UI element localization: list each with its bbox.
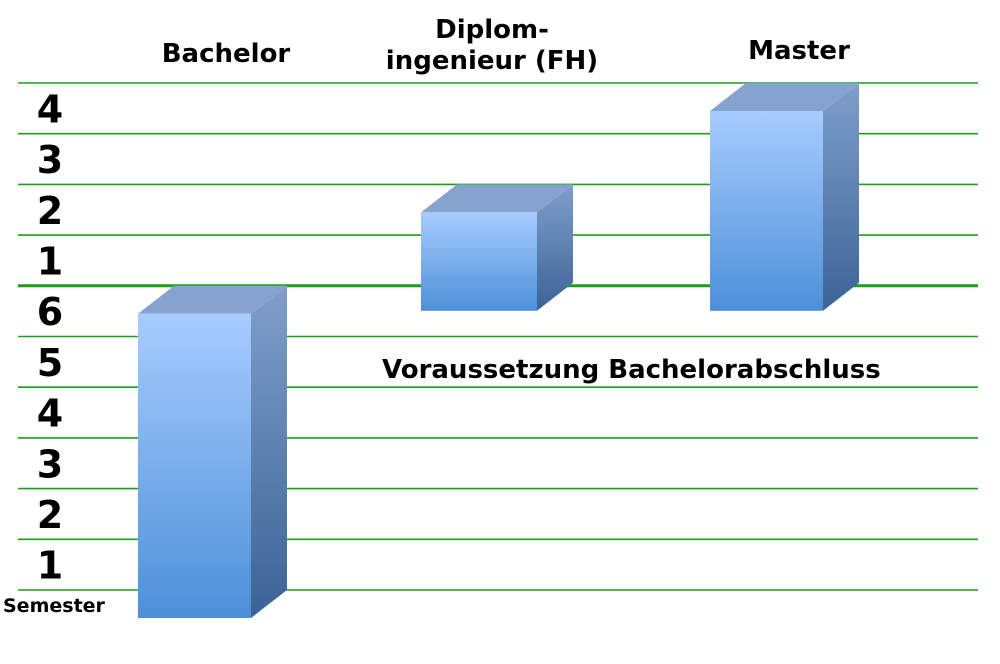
semester-tick-label: 6 [37,290,63,334]
bar-side-face [537,184,573,311]
bars [138,83,859,618]
bar-front-face [421,212,537,311]
semester-tick-label: 3 [37,442,63,486]
semester-tick-label: 5 [37,341,63,385]
semester-tick-label: 2 [37,493,63,537]
bar-top-face [421,184,573,213]
bar-side-face [251,285,287,618]
semester-tick-label: 1 [37,544,63,588]
semester-tick-labels: 1 2 3 4 5 6 1 2 3 4 [37,87,63,587]
bar-top-face [138,285,287,314]
bar-master [710,83,859,311]
annotation-bachelor-prerequisite: Voraussetzung Bachelorabschluss [382,355,881,385]
bar-front-face [710,111,823,311]
bar-diplom-ingenieur [421,184,573,311]
semester-tick-label: 2 [37,189,63,233]
category-label: Bachelor [162,39,291,69]
semester-tick-label: 4 [37,392,63,436]
bar-top-face [710,83,859,111]
category-label: Master [748,36,850,66]
bar-bachelor [138,285,287,618]
category-label: ingenieur (FH) [386,46,598,76]
semester-tick-label: 1 [37,239,63,283]
bar-front-face [138,313,251,618]
bar-side-face [823,83,859,311]
semester-tick-label: 3 [37,138,63,182]
semester-tick-label: 4 [37,87,63,131]
category-label: Diplom- [435,15,549,45]
semester-axis-label: Semester [3,595,106,617]
category-labels: Bachelor Diplom-ingenieur (FH) Master [162,15,850,76]
